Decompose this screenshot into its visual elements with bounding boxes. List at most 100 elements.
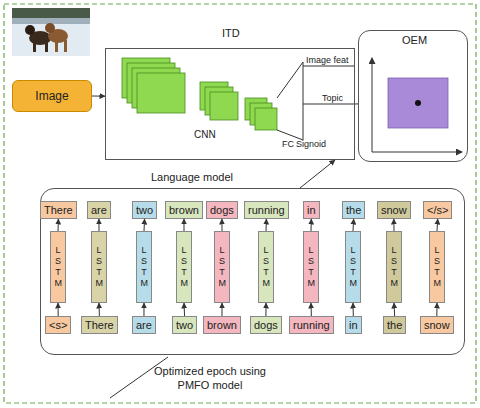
layer-label: Signoid <box>296 139 326 149</box>
lstm-cell: LSTM <box>176 231 192 303</box>
connector-arrow <box>266 219 267 231</box>
connector-arrow <box>437 219 439 231</box>
lstm-cell: LSTM <box>214 231 230 303</box>
word-token: brown <box>203 316 241 334</box>
cell-label: LSTM <box>308 245 315 289</box>
connector-arrow <box>353 303 354 316</box>
lstm-cell: LSTM <box>386 231 402 303</box>
cell-label: LSTM <box>219 245 226 289</box>
cell-label: LSTM <box>350 245 357 289</box>
cell-label: LSTM <box>391 245 398 289</box>
word-token: in <box>345 316 362 334</box>
word-label: There <box>85 319 114 331</box>
connector-arrow <box>92 96 105 97</box>
word-label: the <box>387 319 402 331</box>
feature-label: Topic <box>322 93 343 103</box>
fc-funnel <box>277 62 355 140</box>
word-label: running <box>248 204 285 216</box>
lstm-cell: LSTM <box>91 231 107 303</box>
word-token: <s> <box>45 316 71 334</box>
word-label: </s> <box>427 204 448 216</box>
cell-label: LSTM <box>141 245 148 289</box>
word-label: snow <box>381 204 407 216</box>
word-token: dogs <box>250 316 282 334</box>
group-title: ITD <box>222 27 240 39</box>
word-token: running <box>244 201 289 219</box>
lstm-cell: LSTM <box>345 231 361 303</box>
layer-label: CNN <box>194 129 216 140</box>
word-label: the <box>346 204 361 216</box>
input-box: Image <box>12 80 92 112</box>
layer-label: FC <box>282 139 294 149</box>
connector-arrow <box>393 219 394 231</box>
dog-photo <box>12 8 90 56</box>
word-label: running <box>293 319 330 331</box>
cell-label: LSTM <box>181 245 188 289</box>
word-token: </s> <box>423 201 452 219</box>
lstm-cell: LSTM <box>136 231 152 303</box>
word-token: There <box>81 316 118 334</box>
word-label: two <box>136 204 153 216</box>
word-token: brown <box>165 201 203 219</box>
connector-arrow <box>353 219 355 231</box>
leader-line <box>110 357 168 398</box>
cell-label: LSTM <box>263 245 270 289</box>
cnn-feature-maps <box>122 58 277 130</box>
lstm-cell: LSTM <box>303 231 319 303</box>
oem-box: OEM <box>358 30 468 162</box>
word-token: dogs <box>206 201 238 219</box>
word-label: <s> <box>49 319 67 331</box>
word-token: There <box>40 201 77 219</box>
connector-arrow <box>144 219 146 231</box>
connector-arrow <box>221 219 222 231</box>
connector-arrow <box>58 303 59 316</box>
word-label: are <box>136 319 152 331</box>
language-model-box: Language modelThereLSTM<s>areLSTMTheretw… <box>40 188 465 355</box>
note-text: Optimized epoch using PMFO model <box>145 364 275 392</box>
word-token: the <box>383 316 406 334</box>
word-token: snow <box>420 316 454 334</box>
connector-arrow <box>394 303 396 316</box>
word-token: are <box>87 201 111 219</box>
word-token: two <box>172 316 197 334</box>
connector-arrow <box>311 303 312 316</box>
lstm-cell: LSTM <box>258 231 274 303</box>
word-label: There <box>44 204 73 216</box>
cell-label: LSTM <box>55 245 62 289</box>
connector-arrow <box>184 303 186 316</box>
connector-arrow <box>99 303 100 316</box>
word-token: running <box>289 316 334 334</box>
lstm-cell: LSTM <box>50 231 66 303</box>
feature-label: Image feat <box>306 55 349 65</box>
connector-arrow <box>436 303 437 316</box>
connector-arrow <box>221 303 222 316</box>
word-token: snow <box>377 201 411 219</box>
word-label: brown <box>207 319 237 331</box>
connector-arrow <box>311 219 312 231</box>
lstm-cell: LSTM <box>429 231 445 303</box>
connector-arrow <box>143 303 144 316</box>
word-label: in <box>349 319 358 331</box>
connector-arrow <box>265 303 266 316</box>
cell-label: LSTM <box>434 245 441 289</box>
box-label: Image <box>35 89 68 103</box>
connector-arrow <box>183 219 184 231</box>
word-label: in <box>307 204 316 216</box>
outer-dashed-border <box>4 4 476 403</box>
connector-arrow <box>98 219 99 231</box>
word-token: are <box>132 316 156 334</box>
word-token: two <box>132 201 157 219</box>
word-token: the <box>342 201 365 219</box>
word-label: brown <box>169 204 199 216</box>
itd-box: ITDCNNFCSignoidImage featTopic <box>105 48 355 160</box>
word-label: two <box>176 319 193 331</box>
group-title: Language model <box>151 171 233 183</box>
word-label: dogs <box>210 204 234 216</box>
word-token: in <box>303 201 320 219</box>
word-label: are <box>91 204 107 216</box>
group-title: OEM <box>402 34 427 46</box>
connector-arrow <box>300 160 335 188</box>
word-label: snow <box>424 319 450 331</box>
embedding-plot <box>372 58 462 152</box>
